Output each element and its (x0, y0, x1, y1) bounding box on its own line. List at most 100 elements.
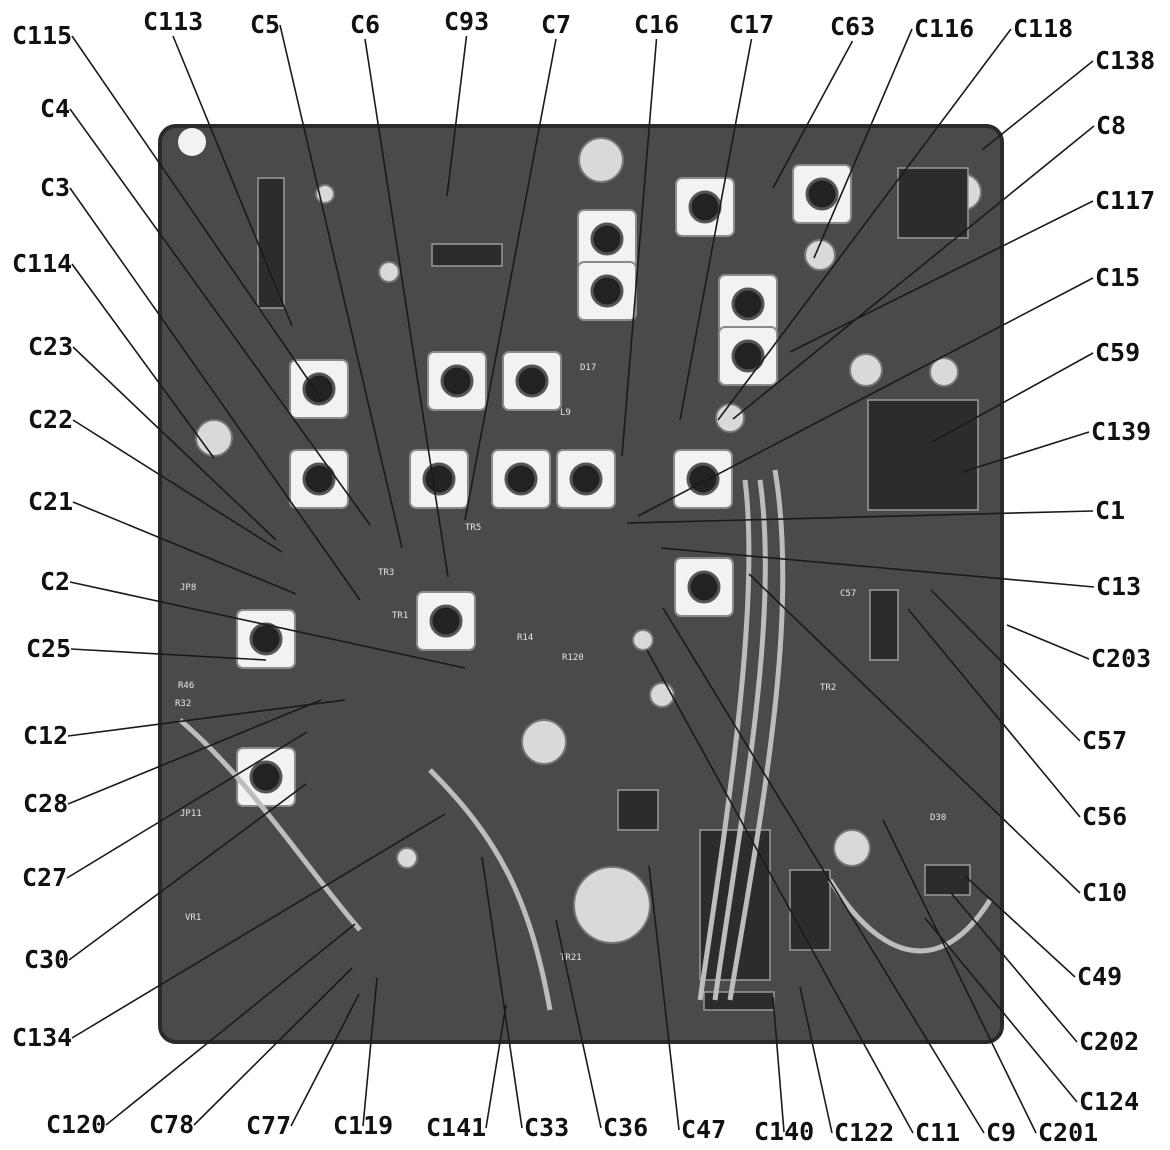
leader-line (772, 40, 854, 189)
leader-line (679, 38, 753, 421)
capacitor-body (929, 357, 959, 387)
wire (178, 718, 362, 932)
leader-line (660, 547, 1095, 588)
leader-line (748, 573, 1081, 894)
coil-can (289, 449, 349, 509)
leader-line (964, 875, 1076, 978)
leader-line (930, 589, 1081, 742)
leader-line (67, 699, 346, 737)
component-label: C114 (12, 249, 72, 278)
leader-line (193, 967, 353, 1126)
leader-line (72, 419, 283, 553)
leader-line (646, 649, 914, 1134)
leader-line (481, 856, 523, 1129)
coil-can (673, 449, 733, 509)
capacitor-body (378, 261, 400, 283)
component-label: C203 (1091, 644, 1151, 673)
leader-line (637, 277, 1094, 517)
component-block (789, 869, 831, 951)
coil-can (289, 359, 349, 419)
component-block (897, 167, 969, 239)
component-label: C30 (24, 945, 69, 974)
component-label: C120 (46, 1110, 106, 1139)
component-label: C202 (1079, 1027, 1139, 1056)
component-label: C49 (1077, 962, 1122, 991)
leader-line (72, 346, 277, 541)
component-label: C25 (26, 634, 71, 663)
leader-line (67, 699, 322, 805)
leader-line (772, 996, 785, 1133)
wire (712, 479, 768, 1001)
component-label: C201 (1038, 1118, 1098, 1147)
component-label: C7 (541, 10, 571, 39)
capacitor-body (849, 353, 883, 387)
mounting-hole (178, 128, 206, 156)
silkscreen-label: TR1 (392, 611, 408, 621)
coil-can (674, 557, 734, 617)
leader-lines (66, 24, 1095, 1134)
capacitor-body (804, 239, 836, 271)
component-label: C57 (1082, 726, 1127, 755)
silkscreen-label: TR5 (465, 523, 481, 533)
coil-can (502, 351, 562, 411)
silkscreen-label: D17 (580, 363, 596, 373)
wire (827, 878, 993, 954)
coil-can (416, 591, 476, 651)
coil-can (236, 609, 296, 669)
silkscreen-label: D30 (930, 813, 946, 823)
capacitor-body (396, 847, 418, 869)
component-label: C15 (1095, 263, 1140, 292)
leader-line (70, 648, 267, 661)
component-label: C8 (1096, 111, 1126, 140)
capacitor-body (632, 629, 654, 651)
component-label: C138 (1095, 46, 1155, 75)
component-label: C13 (1096, 572, 1141, 601)
wire (727, 469, 786, 1001)
capacitor-body (833, 829, 871, 867)
component-label: C28 (23, 789, 68, 818)
leader-line (924, 917, 1078, 1103)
leader-line (71, 263, 215, 459)
leader-line (172, 35, 293, 327)
component-label: C27 (22, 863, 67, 892)
silkscreen-label: R46 (178, 681, 194, 691)
component-label: C118 (1013, 14, 1073, 43)
component-label: C113 (143, 7, 203, 36)
leader-line (931, 352, 1094, 443)
leader-line (717, 28, 1012, 421)
leader-line (621, 38, 658, 457)
leader-line (950, 892, 1078, 1043)
leader-line (662, 607, 985, 1134)
leader-line (105, 923, 356, 1126)
component-label: C3 (40, 173, 70, 202)
leader-line (813, 28, 913, 259)
silkscreen-label: R120 (562, 653, 584, 663)
component-label: C16 (634, 10, 679, 39)
wire (428, 768, 553, 1011)
circuit-board-photo: TR5TR3TR1TR2TR21JP8JP11R14R120R32R46D17D… (158, 124, 1004, 1044)
silkscreen-label: C57 (840, 589, 856, 599)
component-block (257, 177, 285, 309)
component-label: C9 (986, 1118, 1016, 1147)
leader-line (69, 187, 361, 601)
component-label: C122 (834, 1118, 894, 1147)
component-label: C23 (28, 332, 73, 361)
pcb-substrate (158, 124, 1004, 1044)
component-label: C36 (603, 1113, 648, 1142)
silkscreen-label: R14 (517, 633, 533, 643)
silkscreen-label: JP8 (180, 583, 196, 593)
component-label: C117 (1095, 186, 1155, 215)
capacitor-body (521, 719, 567, 765)
leader-line (69, 108, 371, 526)
component-block (867, 399, 979, 511)
leader-line (732, 125, 1095, 420)
capacitor-body (573, 866, 651, 944)
coil-can (427, 351, 487, 411)
leader-line (362, 977, 378, 1127)
leader-line (66, 731, 308, 879)
leader-line (71, 35, 319, 395)
component-label: C21 (28, 487, 73, 516)
component-label: C116 (914, 14, 974, 43)
